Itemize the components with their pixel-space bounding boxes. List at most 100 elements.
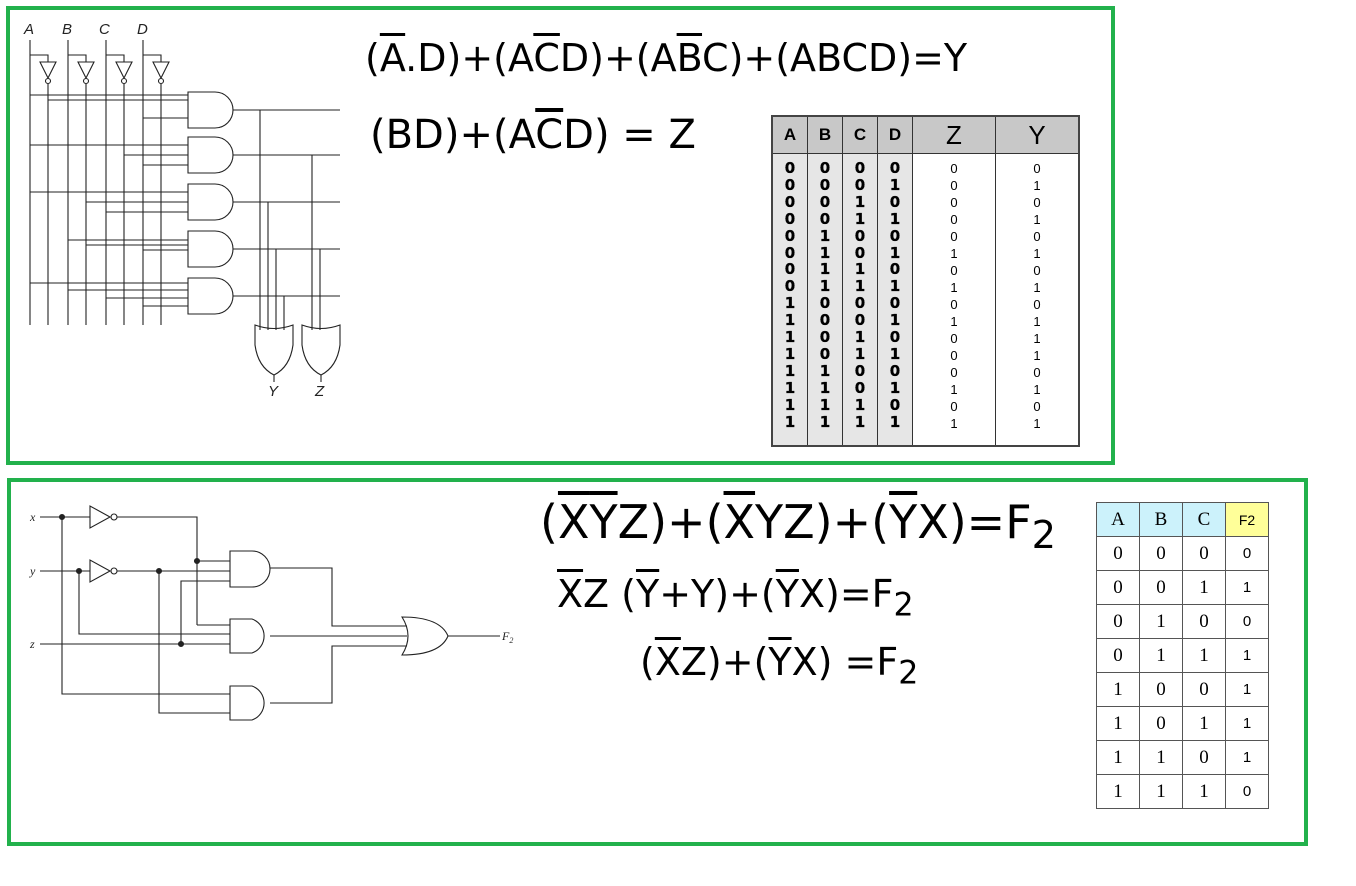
table-cell: 1 <box>950 416 958 431</box>
table-cell: 1 <box>889 344 901 363</box>
table-cell: 1 <box>854 277 866 296</box>
table-cell: 0 <box>1182 740 1226 775</box>
table-cell: 0 <box>819 192 831 211</box>
table-cell: 0 <box>950 212 958 227</box>
table-cell: 0 <box>1139 706 1183 741</box>
table-cell: 0 <box>1033 161 1041 176</box>
table-cell: 1 <box>784 361 796 380</box>
table-cell: 0 <box>819 311 831 330</box>
col-header-c: C <box>842 115 878 154</box>
table-cell: 0 <box>950 263 958 278</box>
col-header-f2: F2 <box>1225 502 1269 537</box>
table-cell: 1 <box>854 328 866 347</box>
table-cell: 0 <box>950 297 958 312</box>
table-cell: 1 <box>1182 638 1226 673</box>
table-cell: 1 <box>950 382 958 397</box>
table-cell: 1 <box>1096 706 1140 741</box>
table-cell: 1 <box>1096 774 1140 809</box>
table-cell: 1 <box>950 314 958 329</box>
table-cell: 0 <box>1182 536 1226 571</box>
table-cell: 1 <box>1033 178 1041 193</box>
table-cell: 1 <box>889 378 901 397</box>
table-cell: 0 <box>1182 604 1226 639</box>
table-cell: 1 <box>1139 604 1183 639</box>
table-cell: 1 <box>854 395 866 414</box>
table-cell: 1 <box>1096 740 1140 775</box>
table-cell: 1 <box>854 192 866 211</box>
equation-f2-line3: (XZ)+(YX) =F2 <box>640 640 919 692</box>
table-cell: 1 <box>1225 570 1269 605</box>
col-header-y: Y <box>995 115 1080 154</box>
table-cell: 1 <box>889 311 901 330</box>
table-cell: 1 <box>1139 638 1183 673</box>
table-cell: 0 <box>1225 774 1269 809</box>
table-cell: 1 <box>1033 280 1041 295</box>
table-cell: 0 <box>819 328 831 347</box>
table-cell: 0 <box>784 192 796 211</box>
table-cell: 0 <box>1033 229 1041 244</box>
table-cell: 1 <box>819 412 831 431</box>
table-cell: 0 <box>950 365 958 380</box>
table-cell: 0 <box>784 260 796 279</box>
table-cell: 0 <box>1225 604 1269 639</box>
table-cell: 0 <box>950 331 958 346</box>
table-cell: 1 <box>819 260 831 279</box>
table-cell: 0 <box>1139 536 1183 571</box>
table-cell: 0 <box>889 192 901 211</box>
table-cell: 0 <box>784 277 796 296</box>
table-cell: 1 <box>1096 672 1140 707</box>
table-cell: 1 <box>1139 774 1183 809</box>
table-cell: 0 <box>1033 365 1041 380</box>
table-cell: 1 <box>1225 740 1269 775</box>
table-cell: 0 <box>819 344 831 363</box>
table-cell: 0 <box>854 361 866 380</box>
table-cell: 0 <box>784 159 796 177</box>
table-cell: 0 <box>950 229 958 244</box>
table-cell: 1 <box>889 277 901 296</box>
table-cell: 0 <box>854 311 866 330</box>
table-cell: 1 <box>819 277 831 296</box>
equation-f2-line2: XZ (Y+Y)+(YX)=F2 <box>557 572 914 624</box>
table-cell: 0 <box>819 209 831 228</box>
table-cell: 0 <box>950 399 958 414</box>
table-cell: 0 <box>784 209 796 228</box>
table-cell: 1 <box>889 412 901 431</box>
col-header-b: B <box>807 115 843 154</box>
table-cell: 1 <box>784 412 796 431</box>
equation-y: (A.D)+(ACD)+(ABC)+(ABCD)=Y <box>365 36 968 80</box>
table-cell: 0 <box>889 294 901 313</box>
table-cell: 1 <box>819 243 831 262</box>
table-cell: 1 <box>950 246 958 261</box>
table-cell: 0 <box>1033 399 1041 414</box>
table-cell: 1 <box>819 361 831 380</box>
table-cell: 1 <box>854 209 866 228</box>
table-cell: 1 <box>819 378 831 397</box>
table-cell: 1 <box>784 395 796 414</box>
table-cell: 0 <box>889 260 901 279</box>
table-cell: 0 <box>1139 570 1183 605</box>
table-cell: 0 <box>1033 263 1041 278</box>
equation-f2-line1: (XYZ)+(XYZ)+(YX)=F2 <box>540 495 1057 559</box>
table-cell: 1 <box>819 395 831 414</box>
table-cell: 1 <box>1033 416 1041 431</box>
table-cell: 0 <box>950 348 958 363</box>
table-cell: 0 <box>784 226 796 245</box>
col-header-d: D <box>877 115 913 154</box>
table-cell: 0 <box>854 294 866 313</box>
table-cell: 1 <box>1033 382 1041 397</box>
table-cell: 1 <box>889 175 901 194</box>
table-cell: 0 <box>889 395 901 414</box>
table-cell: 1 <box>889 209 901 228</box>
table-cell: 1 <box>854 260 866 279</box>
table-cell: 0 <box>1225 536 1269 571</box>
table-cell: 1 <box>1033 314 1041 329</box>
